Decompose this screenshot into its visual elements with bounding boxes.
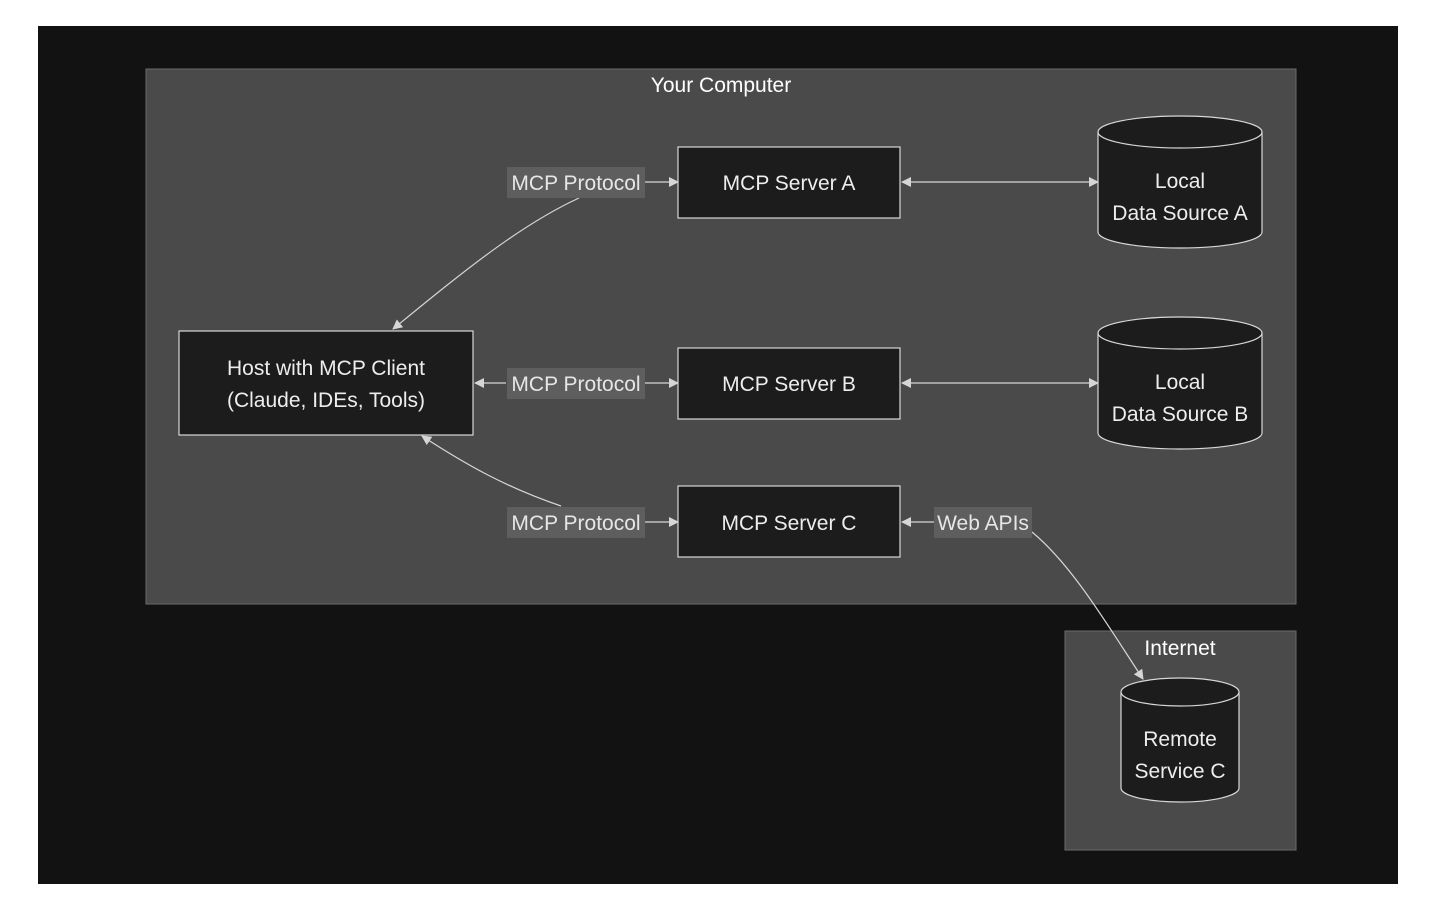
node-server-b-label: MCP Server B xyxy=(722,373,856,396)
node-host-line1: Host with MCP Client xyxy=(227,357,425,380)
edge-label-host-server-b: MCP Protocol xyxy=(507,368,645,399)
node-server-c: MCP Server C xyxy=(677,485,901,558)
node-source-a: Local Data Source A xyxy=(1097,115,1263,249)
cluster-internet-title: Internet xyxy=(1144,637,1215,660)
edge-label-server-c-remote-text: Web APIs xyxy=(937,512,1029,535)
node-host: Host with MCP Client (Claude, IDEs, Tool… xyxy=(178,330,474,436)
node-source-b-line1: Local xyxy=(1155,371,1205,394)
edge-label-host-server-a: MCP Protocol xyxy=(507,167,645,198)
node-source-a-line1: Local xyxy=(1155,170,1205,193)
edge-label-host-server-c: MCP Protocol xyxy=(507,507,645,538)
edge-web-remote-curve xyxy=(1031,531,1144,680)
diagram-canvas: Your Computer Internet xyxy=(38,26,1398,884)
node-server-b: MCP Server B xyxy=(677,347,901,420)
cluster-internet: Internet xyxy=(1064,630,1297,851)
node-source-b-line2: Data Source B xyxy=(1112,403,1249,426)
node-server-c-label: MCP Server C xyxy=(722,512,857,535)
node-source-a-line2: Data Source A xyxy=(1112,202,1247,225)
edge-label-server-c-remote: Web APIs xyxy=(934,507,1032,538)
node-host-line2: (Claude, IDEs, Tools) xyxy=(227,389,425,412)
node-remote-c-line1: Remote xyxy=(1143,728,1217,751)
cluster-your-computer-title: Your Computer xyxy=(651,74,791,97)
node-server-a: MCP Server A xyxy=(677,146,901,219)
edge-host-server-a-curve xyxy=(392,197,580,330)
edge-label-host-server-a-text: MCP Protocol xyxy=(511,172,640,195)
node-source-b: Local Data Source B xyxy=(1097,316,1263,450)
node-remote-c-line2: Service C xyxy=(1134,760,1225,783)
edges xyxy=(392,177,1144,680)
node-server-a-label: MCP Server A xyxy=(723,172,856,195)
edge-label-host-server-c-text: MCP Protocol xyxy=(511,512,640,535)
node-remote-c: Remote Service C xyxy=(1120,677,1240,803)
edge-label-host-server-b-text: MCP Protocol xyxy=(511,373,640,396)
architecture-diagram: Your Computer Internet xyxy=(145,68,1297,851)
edge-host-server-c-curve xyxy=(421,435,562,507)
